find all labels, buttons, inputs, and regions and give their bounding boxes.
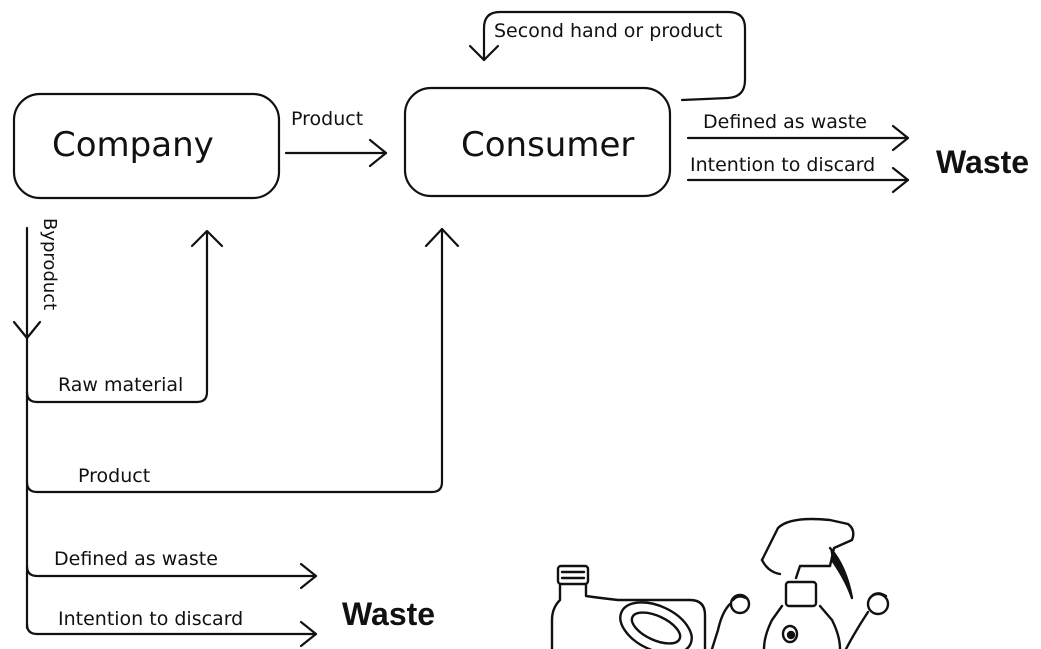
byproduct-intention-discard-arrow <box>25 620 318 648</box>
company-to-consumer-arrow <box>284 138 388 168</box>
byproduct-product-arrow <box>25 227 460 494</box>
raw-material-arrow <box>25 229 224 404</box>
consumer-intention-discard-label: Intention to discard <box>690 154 876 176</box>
byproduct-waste-label: Waste <box>342 596 436 632</box>
consumer-defined-waste-arrow <box>686 124 910 152</box>
consumer-loop-label: Second hand or product <box>494 20 723 42</box>
consumer-box <box>403 86 672 198</box>
byproduct-label: Byproduct <box>39 218 60 311</box>
consumer-defined-waste-label: Defined as waste <box>703 111 867 133</box>
consumer-waste-label: Waste <box>936 144 1030 180</box>
byproduct-defined-waste-arrow <box>25 562 318 590</box>
raw-material-label: Raw material <box>58 374 184 396</box>
consumer-loop-arrow <box>468 10 747 102</box>
company-to-consumer-label: Product <box>291 108 364 130</box>
company-box <box>12 92 281 200</box>
byproduct-product-label: Product <box>78 465 151 487</box>
byproduct-arrow <box>12 226 42 630</box>
byproduct-intention-discard-label: Intention to discard <box>58 608 244 630</box>
company-node-title: Company <box>52 125 214 165</box>
consumer-intention-discard-arrow <box>686 166 910 194</box>
byproduct-defined-waste-label: Defined as waste <box>54 548 218 570</box>
consumer-node-title: Consumer <box>461 125 635 165</box>
waste-containers-cartoon-icon <box>550 517 890 649</box>
